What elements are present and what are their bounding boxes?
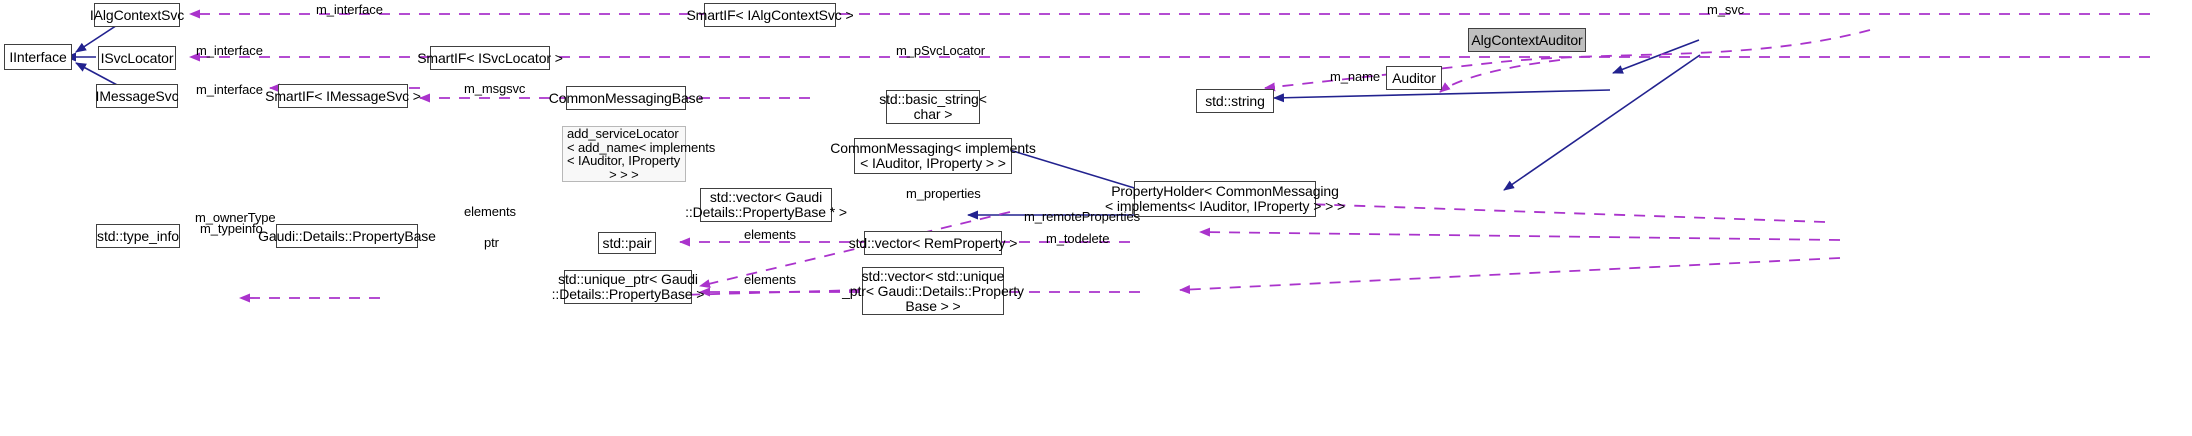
node-std-pair[interactable]: std::pair — [598, 232, 656, 254]
edge-label-ptr: ptr — [484, 235, 499, 250]
edge-label-m-typeinfo: m_typeinfo — [200, 221, 263, 236]
node-add-servicelocator[interactable]: add_serviceLocator < add_name< implement… — [562, 126, 715, 182]
edge-label-m-svc: m_svc — [1707, 2, 1745, 17]
node-vector-remproperty[interactable]: std::vector< RemProperty > — [849, 231, 1017, 255]
edge-label-m-remoteproperties: m_remoteProperties — [1024, 209, 1140, 224]
node-algcontextauditor[interactable]: AlgContextAuditor — [1468, 28, 1586, 52]
node-smartif-ialgcontextsvc[interactable]: SmartIF< IAlgContextSvc > — [686, 3, 854, 27]
edge-label-m-interface-top: m_interface — [316, 2, 383, 17]
edge-label-m-msgsvc: m_msgsvc — [464, 81, 526, 96]
edge-label-m-ownertype: m_ownerType — [195, 210, 276, 225]
edge-label-m-properties: m_properties — [906, 186, 981, 201]
node-unique-ptr-propertybase[interactable]: std::unique_ptr< Gaudi ::Details::Proper… — [551, 270, 705, 304]
node-std-string[interactable]: std::string — [1196, 89, 1274, 113]
node-auditor[interactable]: Auditor — [1386, 66, 1442, 90]
node-propertybase[interactable]: Gaudi::Details::PropertyBase — [258, 224, 436, 248]
edge-label-m-interface-low: m_interface — [196, 82, 263, 97]
edge-label-m-name: m_name — [1330, 69, 1380, 84]
edge-label-m-interface-mid: m_interface — [196, 43, 263, 58]
edge-label-elements-3: elements — [744, 272, 796, 287]
node-commonmessaging[interactable]: CommonMessaging< implements < IAuditor, … — [830, 138, 1036, 174]
node-commonmessagingbase[interactable]: CommonMessagingBase — [549, 86, 703, 110]
edge-label-m-psvclocator: m_pSvcLocator — [896, 43, 986, 58]
node-isvclocator[interactable]: ISvcLocator — [98, 46, 176, 70]
node-iinterface[interactable]: IInterface — [4, 44, 72, 70]
node-type-info[interactable]: std::type_info — [96, 224, 180, 248]
edge-label-m-todelete: m_todelete — [1046, 231, 1110, 246]
node-smartif-isvclocator[interactable]: SmartIF< ISvcLocator > — [417, 46, 563, 70]
node-smartif-imessagesvc[interactable]: SmartIF< IMessageSvc > — [265, 84, 421, 108]
node-basic-string[interactable]: std::basic_string< char > — [879, 90, 987, 124]
node-vector-unique-ptr[interactable]: std::vector< std::unique _ptr< Gaudi::De… — [842, 267, 1024, 315]
edge-label-elements-2: elements — [744, 227, 796, 242]
node-ialgcontextsvc[interactable]: IAlgContextSvc — [90, 3, 184, 27]
node-vector-propertybase[interactable]: std::vector< Gaudi ::Details::PropertyBa… — [685, 188, 847, 222]
node-propertyholder[interactable]: PropertyHolder< CommonMessaging < implem… — [1105, 181, 1345, 217]
node-imessagesvc[interactable]: IMessageSvc — [96, 84, 179, 108]
edge-label-elements-1: elements — [464, 204, 516, 219]
